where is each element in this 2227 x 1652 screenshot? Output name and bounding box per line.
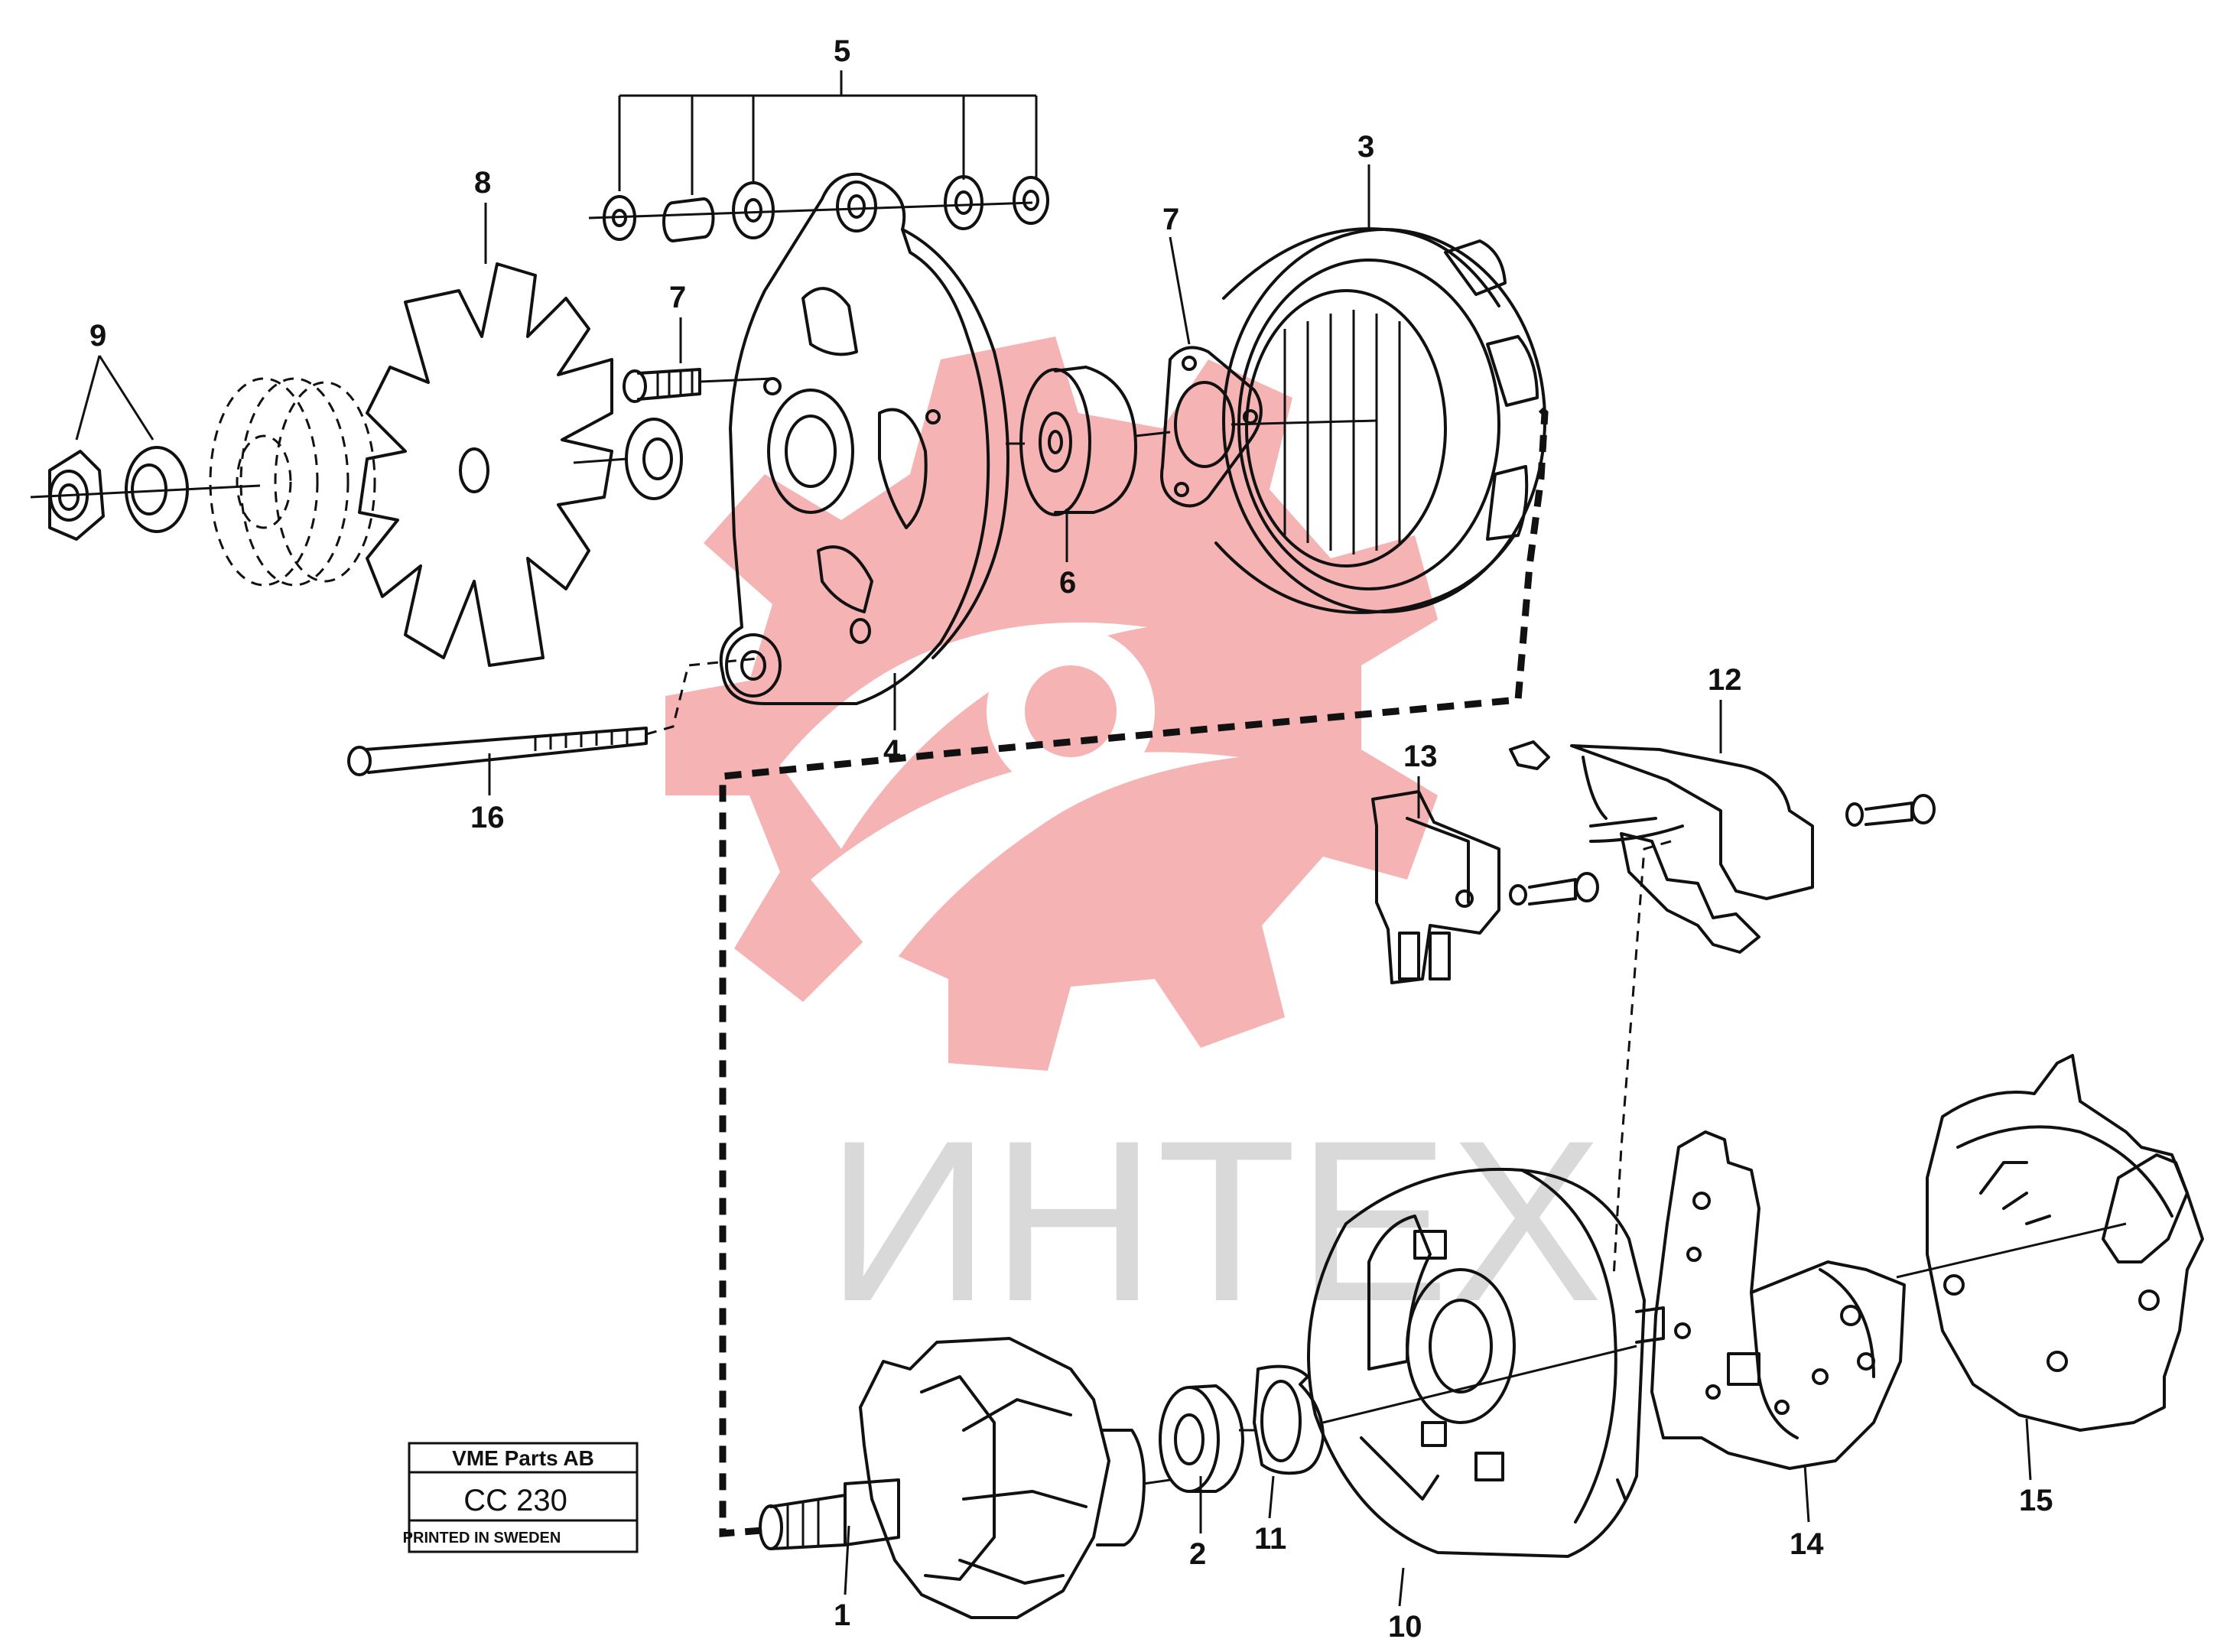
part-16-through-bolt bbox=[347, 727, 648, 776]
callouts: 5 3 8 7 7 9 6 12 4 13 16 15 11 14 2 1 10 bbox=[89, 34, 2053, 1644]
callout-2: 2 bbox=[1189, 1537, 1206, 1571]
part-15-cover bbox=[1896, 1054, 2204, 1432]
callout-10: 10 bbox=[1388, 1610, 1422, 1644]
part-14-rectifier bbox=[1650, 1130, 1906, 1470]
part-1-rotor bbox=[759, 1337, 1171, 1619]
watermark-text: ИНТЕХ bbox=[826, 1092, 1603, 1349]
callout-3: 3 bbox=[1357, 130, 1374, 164]
callout-9: 9 bbox=[89, 319, 106, 353]
callout-5: 5 bbox=[834, 34, 850, 68]
part-5-bushings-washers bbox=[588, 175, 1049, 242]
part-12-brush-holder bbox=[1509, 740, 1936, 954]
vme-parts-stamp: VME Parts AB CC 230 PRINTED IN SWEDEN bbox=[403, 1442, 639, 1553]
callout-8: 8 bbox=[474, 166, 491, 200]
part-7-bolt bbox=[623, 368, 773, 403]
callout-7a: 7 bbox=[1162, 203, 1179, 236]
callout-4: 4 bbox=[883, 734, 901, 768]
part-9-nut-washer bbox=[30, 446, 261, 541]
part-4-drive-end-shield bbox=[719, 172, 1009, 705]
watermark: ИНТЕХ bbox=[665, 337, 1603, 1349]
pulley-outline bbox=[209, 377, 376, 587]
leader-lines bbox=[75, 70, 2032, 1607]
callout-16: 16 bbox=[470, 801, 505, 834]
callout-15: 15 bbox=[2019, 1484, 2053, 1517]
assembly-dashed-lines bbox=[645, 406, 1672, 1537]
watermark-swoosh-accent bbox=[1025, 665, 1117, 757]
callout-6: 6 bbox=[1059, 566, 1076, 600]
part-8-fan bbox=[358, 262, 613, 667]
washer bbox=[573, 418, 683, 500]
part-7-retaining-plate bbox=[1160, 346, 1377, 508]
part-10-slip-ring-end-shield bbox=[1307, 1167, 1665, 1558]
callout-11: 11 bbox=[1254, 1522, 1286, 1556]
callout-13: 13 bbox=[1403, 740, 1438, 773]
callout-12: 12 bbox=[1708, 663, 1742, 697]
stamp-code: CC 230 bbox=[463, 1484, 567, 1517]
callout-14: 14 bbox=[1790, 1527, 1824, 1561]
callout-7b: 7 bbox=[669, 281, 686, 314]
part-2-bearing bbox=[1159, 1384, 1244, 1493]
callout-1: 1 bbox=[834, 1598, 850, 1632]
stamp-printed: PRINTED IN SWEDEN bbox=[403, 1530, 561, 1546]
stamp-company: VME Parts AB bbox=[452, 1446, 594, 1470]
part-13-regulator bbox=[1371, 790, 1599, 984]
